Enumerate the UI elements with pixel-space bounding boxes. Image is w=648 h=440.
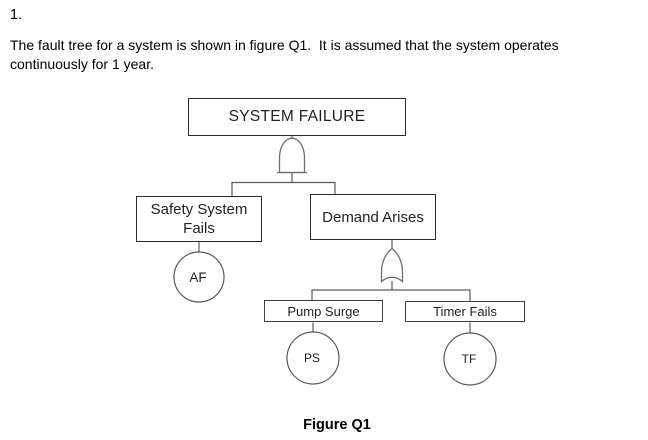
top-event-label: SYSTEM FAILURE: [228, 108, 366, 125]
basic-event-circle-af: [173, 251, 225, 303]
basic-event-label-tf: TF: [462, 352, 477, 366]
event-box-demand-arises: Demand Arises: [310, 194, 436, 240]
basic-event-label-af: AF: [189, 270, 206, 285]
question-text: The fault tree for a system is shown in …: [10, 37, 563, 73]
connector-line: [311, 289, 471, 301]
event-box-pump-surge: Pump Surge: [264, 300, 383, 322]
connector-lines: [198, 136, 471, 334]
event-box-timer-fails: Timer Fails: [405, 301, 525, 322]
question-number: 1.: [10, 7, 23, 23]
event-label-demand-arises: Demand Arises: [322, 208, 424, 226]
event-box-safety-system-fails: Safety System Fails: [136, 196, 262, 242]
or-gate-icon: [380, 247, 404, 283]
basic-event-circle-ps: [286, 331, 340, 385]
event-label-timer-fails: Timer Fails: [433, 304, 497, 319]
event-label-pump-surge: Pump Surge: [287, 303, 360, 319]
and-gate-icon: [277, 137, 307, 174]
top-event-box: SYSTEM FAILURE: [188, 98, 406, 136]
event-label-safety-system-fails: Safety System Fails: [150, 200, 248, 238]
basic-event-circle-tf: [443, 332, 497, 386]
figure-caption: Figure Q1: [303, 417, 371, 433]
basic-event-label-ps: PS: [304, 351, 320, 365]
connector-line: [231, 181, 336, 196]
